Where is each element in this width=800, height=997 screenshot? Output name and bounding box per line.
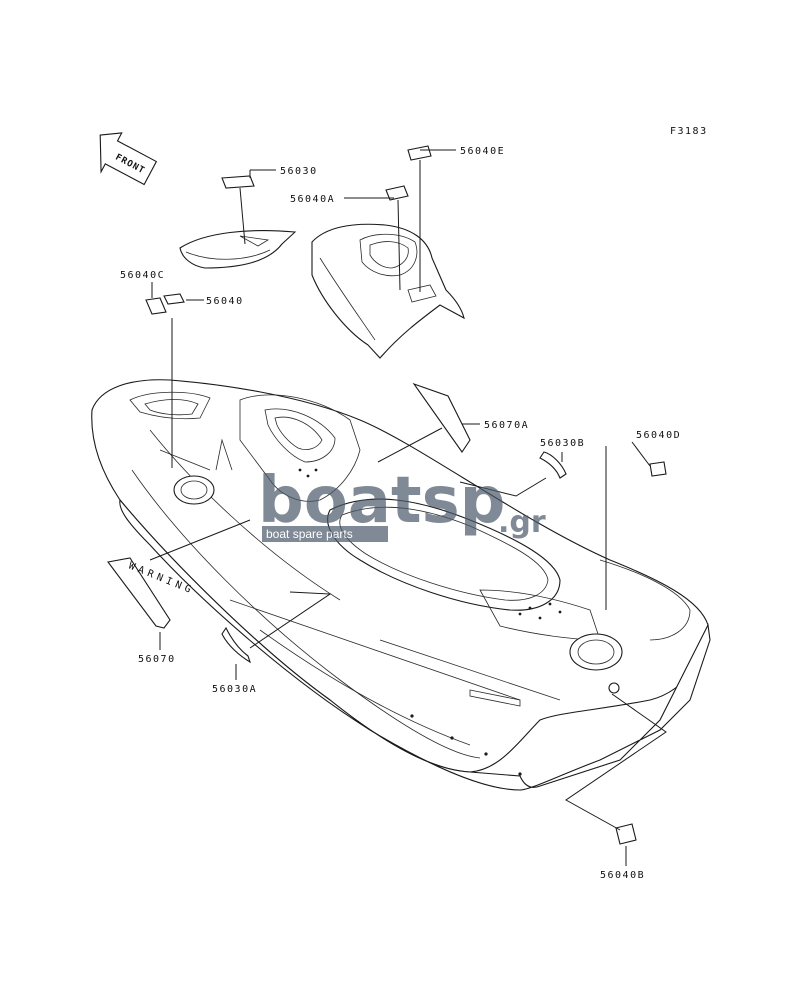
label-56040B: 56040B — [600, 870, 645, 881]
watermark-suffix: .gr — [498, 505, 546, 540]
decal-56030B — [539, 451, 567, 479]
decal-56040 — [163, 293, 185, 305]
hood-part — [311, 223, 465, 359]
label-56030B: 56030B — [540, 438, 585, 449]
hull-part — [91, 379, 711, 791]
decal-56070A — [412, 382, 471, 453]
fuel-cap-icon — [173, 475, 215, 505]
decal-56040D — [649, 461, 667, 477]
decal-56030A — [221, 626, 251, 664]
label-56070: 56070 — [138, 654, 176, 665]
rear-hatch-icon — [569, 633, 623, 671]
watermark-tagline: boat spare parts — [266, 527, 353, 541]
label-56040: 56040 — [206, 296, 244, 307]
decal-56040C — [145, 297, 167, 315]
figure-code: F3183 — [670, 126, 708, 137]
label-56040D: 56040D — [636, 430, 681, 441]
decal-56040A — [385, 185, 409, 201]
watermark-logo: boatsp .gr boat spare parts — [258, 464, 546, 542]
label-56040A: 56040A — [290, 194, 335, 205]
seat-part — [179, 230, 297, 269]
decal-56040B — [615, 823, 637, 845]
label-56030A: 56030A — [212, 684, 257, 695]
front-arrow-icon: FRONT — [99, 132, 158, 186]
deck-holes — [298, 468, 562, 776]
label-56070A: 56070A — [484, 420, 529, 431]
watermark-brand: boatsp — [258, 464, 505, 538]
decal-56030 — [221, 175, 255, 189]
leader-lines — [149, 149, 667, 866]
decal-56040E — [407, 145, 432, 161]
label-56040E: 56040E — [460, 146, 505, 157]
part-labels: 56030 56040E 56040A 56040C 56040 56070A … — [120, 146, 681, 881]
label-56030: 56030 — [280, 166, 318, 177]
label-56040C: 56040C — [120, 270, 165, 281]
